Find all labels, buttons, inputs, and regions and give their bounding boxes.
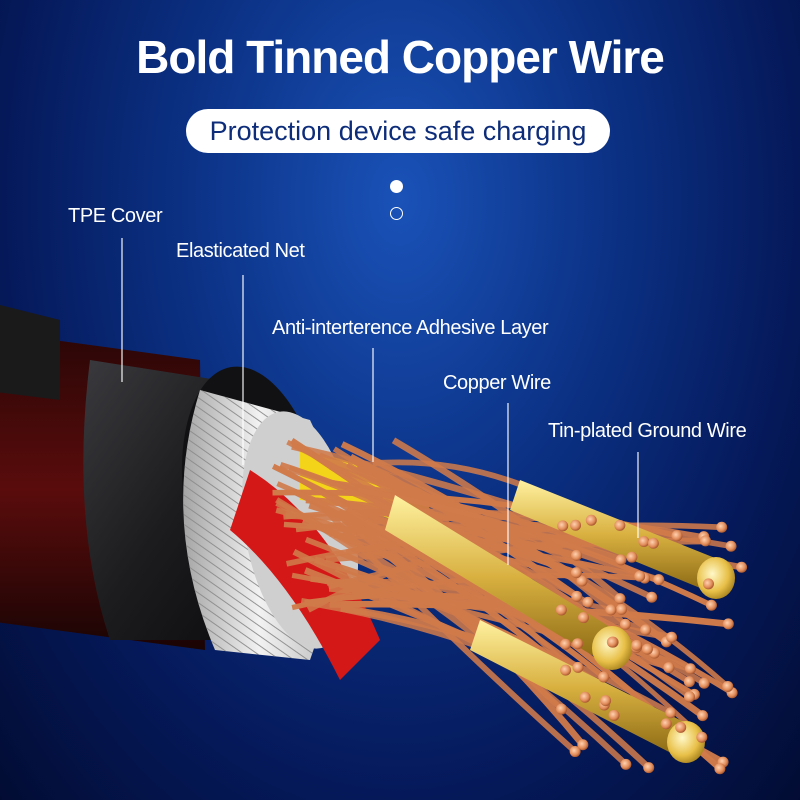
callout-adhesive-layer: Anti-interterence Adhesive Layer: [272, 317, 549, 339]
copper-strand-end: [598, 671, 610, 683]
copper-strand-end: [640, 624, 652, 636]
banner-title: Bold Tinned Copper Wire: [136, 31, 665, 83]
copper-strand-end: [571, 549, 583, 561]
carousel-dot-active[interactable]: [390, 180, 403, 193]
copper-strand-end: [634, 570, 646, 582]
copper-strand-end: [572, 638, 584, 650]
copper-strand-end: [716, 521, 728, 533]
banner-subtitle-pill: Protection device safe charging: [186, 109, 610, 153]
callout-copper-wire: Copper Wire: [443, 372, 551, 394]
copper-strand-end: [714, 763, 726, 775]
copper-strand-end: [615, 554, 627, 566]
copper-strand: [377, 563, 692, 673]
copper-strand-end: [665, 707, 677, 719]
copper-strand-end: [576, 575, 588, 587]
copper-strand-end: [570, 519, 582, 531]
copper-strand-end: [585, 514, 597, 526]
copper-strand-end: [697, 710, 709, 722]
copper-strand-end: [671, 530, 683, 542]
carousel-dot-inactive[interactable]: [390, 207, 403, 220]
copper-strand-end: [722, 618, 734, 630]
copper-strand-end: [560, 664, 572, 676]
copper-strand-end: [683, 676, 695, 688]
copper-strand-end: [606, 636, 618, 648]
copper-strand-end: [615, 603, 627, 615]
copper-strand-end: [572, 661, 584, 673]
copper-strand-end: [579, 691, 591, 703]
copper-strand-end: [705, 599, 717, 611]
copper-strand-end: [577, 739, 589, 751]
copper-strand-end: [578, 612, 590, 624]
copper-strand-end: [619, 618, 631, 630]
copper-strand-end: [663, 662, 675, 674]
callout-leader-lines: [121, 238, 639, 565]
copper-strand-end: [698, 677, 710, 689]
copper-strand-end: [569, 746, 581, 758]
copper-strand-end: [556, 703, 568, 715]
copper-strand-end: [638, 536, 650, 548]
copper-strand-end: [555, 604, 567, 616]
copper-strand-end: [702, 578, 714, 590]
copper-strand-end: [736, 561, 748, 573]
copper-strand-end: [608, 709, 620, 721]
copper-strand-end: [660, 718, 672, 730]
copper-strand-end: [626, 551, 638, 563]
copper-strand: [277, 465, 580, 670]
copper-strand-end: [643, 762, 655, 774]
copper-strand: [391, 437, 623, 602]
copper-strand-end: [696, 731, 708, 743]
copper-strand-end: [684, 663, 696, 675]
copper-strand-end: [620, 758, 632, 770]
copper-strand-end: [614, 593, 626, 605]
copper-strand: [330, 510, 633, 560]
copper-strand-end: [647, 537, 659, 549]
copper-strand-end: [641, 643, 653, 655]
callout-tpe-cover: TPE Cover: [68, 205, 163, 227]
tin-plated-ground-wires: [385, 480, 735, 763]
copper-strand-end: [631, 639, 643, 651]
copper-strand-end: [646, 591, 658, 603]
copper-strand-end: [570, 567, 582, 579]
copper-strand-end: [653, 574, 665, 586]
copper-strand-end: [725, 540, 737, 552]
copper-strand-ends: [555, 514, 748, 775]
copper-strand-end: [571, 590, 583, 602]
copper-strand-end: [722, 680, 734, 692]
copper-strand-end: [684, 691, 696, 703]
copper-strand-end: [666, 631, 678, 643]
callout-elasticated-net: Elasticated Net: [176, 240, 305, 262]
copper-strand: [301, 517, 579, 647]
copper-strand-end: [557, 520, 569, 532]
copper-strand-end: [582, 596, 594, 608]
copper-strand-end: [560, 638, 572, 650]
copper-strand-end: [700, 535, 712, 547]
copper-strand-end: [605, 604, 617, 616]
callout-ground-wire: Tin-plated Ground Wire: [548, 420, 747, 442]
copper-strand-end: [675, 721, 687, 733]
copper-strand-end: [600, 695, 612, 707]
copper-strand-end: [614, 519, 626, 531]
